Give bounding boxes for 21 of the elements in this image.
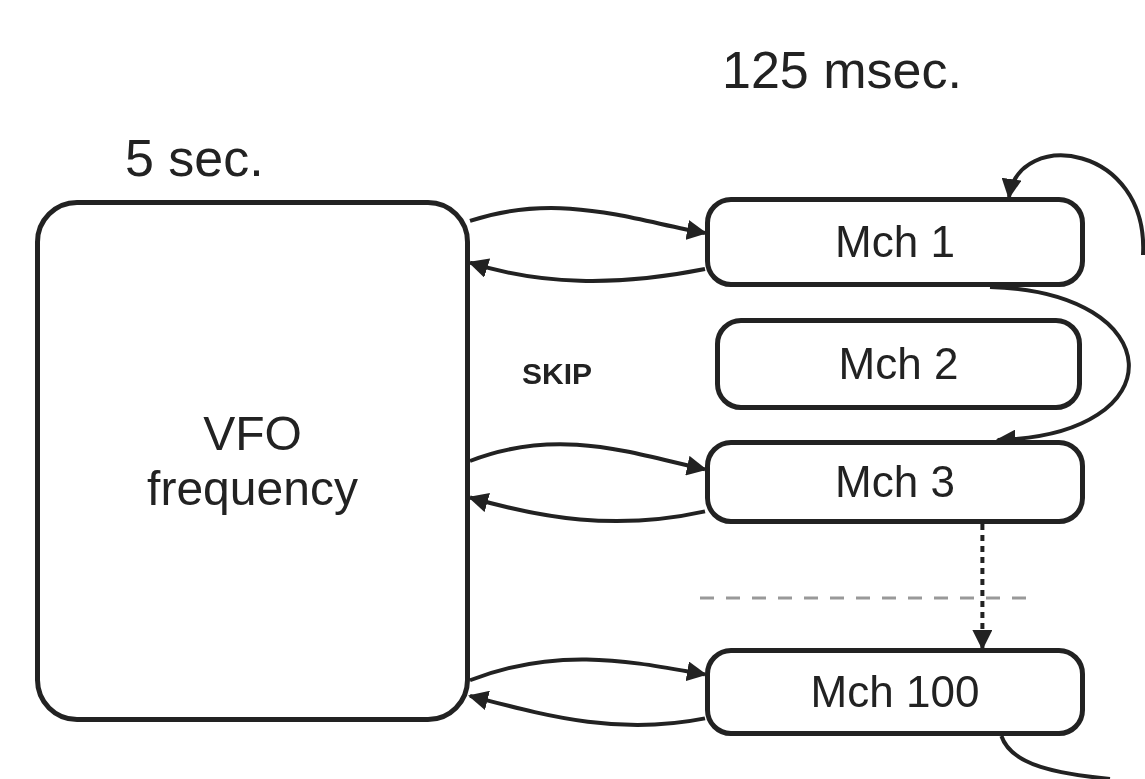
channel-box [715,318,1082,410]
arrow [972,524,993,650]
duration-label: 5 sec. [125,128,264,188]
node-label: VFO frequency [146,405,359,517]
skip-label: SKIP [522,357,593,391]
arrow [469,657,707,683]
duration-label: 125 msec. [722,40,962,100]
arrow [468,258,706,283]
channel-box [705,197,1085,287]
arrow [469,206,707,240]
state-box [35,200,470,722]
node-label: Mch 1 [835,216,955,268]
channel-box [705,648,1085,736]
node-label: Mch 100 [810,666,980,718]
node-label: Mch 3 [835,456,955,508]
node-label: Mch 2 [838,338,959,390]
arrow [468,492,706,524]
channel-box [705,440,1085,524]
arrow [469,442,707,476]
arrow [1004,153,1145,256]
arrow [468,690,706,727]
